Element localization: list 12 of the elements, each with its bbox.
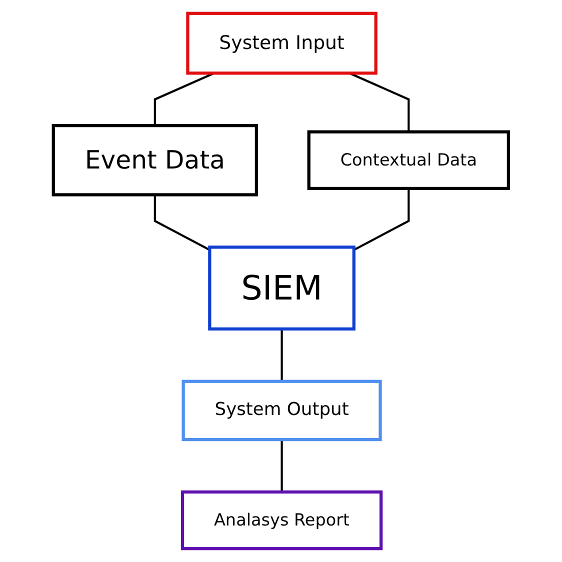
flowchart-drawing: System Input Event Data Contextual Data SIEM System Output Analasys Report	[45, 5, 517, 557]
connector	[154, 194, 210, 251]
node-box	[182, 380, 382, 442]
node-box	[307, 130, 510, 190]
node-box	[181, 490, 383, 550]
connector	[280, 440, 283, 492]
connector	[349, 72, 410, 132]
connector	[354, 188, 410, 251]
node-box	[208, 246, 356, 331]
node-box	[186, 12, 378, 75]
node-box	[52, 124, 258, 196]
connector	[280, 328, 283, 382]
